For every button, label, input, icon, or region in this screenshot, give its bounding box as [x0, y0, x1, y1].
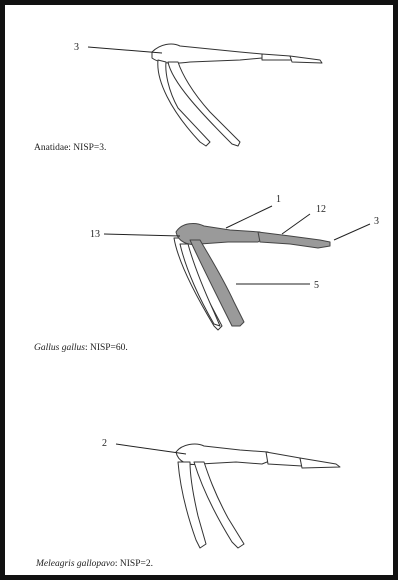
taxon-name: Anatidae: [34, 143, 68, 153]
callout-label: 13: [90, 229, 100, 240]
leader-line-3: [88, 47, 162, 53]
wing-gallus: 13 1 12 3 5: [90, 194, 379, 330]
leader-line-13: [104, 234, 180, 236]
callout-label: 12: [316, 204, 326, 215]
carpometacarpus-outline: [262, 54, 292, 60]
nisp-value: : NISP=3.: [68, 143, 106, 153]
nisp-value: : NISP=60.: [85, 343, 128, 353]
caption-meleagris: Meleagris gallopavo: NISP=2.: [36, 559, 153, 569]
taxon-name: Gallus gallus: [34, 343, 85, 353]
humerus-outline: [176, 444, 272, 465]
leader-line-3: [334, 224, 370, 240]
callout-label: 3: [74, 42, 79, 53]
phalanx-outline: [290, 56, 322, 63]
forearm-outline-2: [168, 62, 240, 146]
nisp-value: : NISP=2.: [115, 559, 153, 569]
callout-label: 1: [276, 194, 281, 205]
caption-gallus: Gallus gallus: NISP=60.: [34, 343, 128, 353]
leader-line-2: [116, 444, 186, 454]
carpometacarpus-outline: [266, 452, 302, 466]
humerus-outline: [152, 44, 262, 63]
humerus-shaded: [176, 224, 264, 245]
wing-anatidae: 3: [74, 42, 322, 146]
taxon-name: Meleagris gallopavo: [36, 559, 115, 569]
callout-label: 2: [102, 438, 107, 449]
leader-line-1: [226, 206, 272, 228]
caption-anatidae: Anatidae: NISP=3.: [34, 143, 106, 153]
callout-label: 5: [314, 280, 319, 291]
callout-label: 3: [374, 216, 379, 227]
phalanx-outline: [300, 458, 340, 468]
wing-meleagris: 2: [102, 438, 340, 548]
carpometacarpus-shaded: [258, 232, 330, 248]
leader-line-12: [282, 214, 310, 234]
